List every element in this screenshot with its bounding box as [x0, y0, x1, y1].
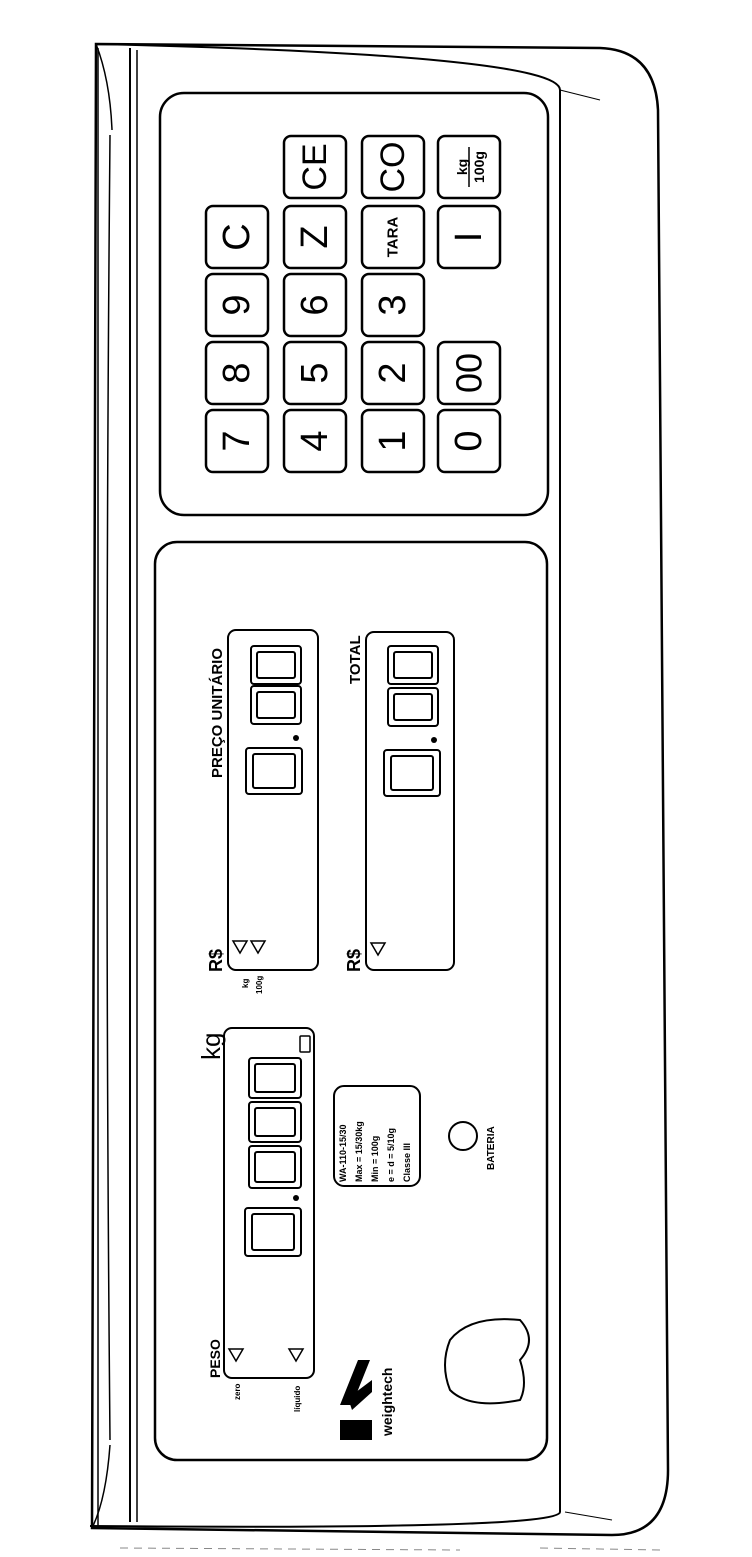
- weight-digit-3: [248, 1145, 302, 1189]
- spec-line: WA-110-15/30: [338, 1124, 348, 1182]
- spec-line: Min = 100g: [370, 1136, 380, 1182]
- key-0[interactable]: 0: [436, 408, 502, 474]
- total-digit-3: [383, 749, 441, 797]
- battery-label: BATERIA: [486, 1126, 497, 1170]
- key-label: TARA: [385, 217, 402, 258]
- key-4[interactable]: 4: [282, 408, 348, 474]
- key-label: 2: [372, 362, 414, 383]
- key-z[interactable]: Z: [282, 204, 348, 270]
- brand-name: weightech: [379, 1368, 395, 1437]
- weight-digit-2: [248, 1101, 302, 1143]
- weight-unit-label: kg: [196, 1033, 226, 1060]
- key-8[interactable]: 8: [204, 340, 270, 406]
- key-2[interactable]: 2: [360, 340, 426, 406]
- weightech-logo-mark: [340, 1360, 372, 1440]
- spec-line: Classe III: [402, 1143, 412, 1182]
- total-currency-label: R$: [344, 949, 364, 972]
- weight-label: PESO: [207, 1339, 223, 1378]
- price-kg-indicator-label: kg: [241, 979, 250, 988]
- battery-low-icon: [299, 1035, 311, 1053]
- key-tara[interactable]: TARA: [360, 204, 426, 270]
- battery-led: [448, 1121, 478, 1151]
- weight-digit-4: [244, 1207, 302, 1257]
- key-label: 0: [448, 430, 490, 451]
- price-100g-indicator: [249, 940, 267, 955]
- price-digit-3: [245, 747, 303, 795]
- baseline-marks: [119, 1547, 661, 1551]
- price-digit-1: [250, 645, 302, 685]
- display-panel: [153, 540, 549, 1462]
- housing: [89, 42, 670, 1537]
- key-kg-100g[interactable]: kg100g: [436, 134, 502, 200]
- key-label: 9: [216, 294, 258, 315]
- weight-net-label: líquido: [293, 1386, 302, 1412]
- weight-digit-1: [248, 1057, 302, 1099]
- total-decimal-point: [431, 737, 437, 743]
- key-7[interactable]: 7: [204, 408, 270, 474]
- key-00[interactable]: 00: [436, 340, 502, 406]
- key-label: 7: [216, 430, 258, 451]
- price-decimal-point: [293, 735, 299, 741]
- key-label: CE: [296, 143, 334, 190]
- weight-decimal-point: [293, 1195, 299, 1201]
- price-display: [227, 629, 319, 971]
- key-label: 3: [372, 294, 414, 315]
- weight-zero-indicator: [227, 1348, 245, 1363]
- weight-display: [223, 1027, 315, 1379]
- price-label: PREÇO UNITÁRIO: [209, 648, 226, 778]
- spec-plate: WA-110-15/30 Max = 15/30kg Min = 100g e = d…: [333, 1085, 421, 1187]
- key-label: 6: [294, 294, 336, 315]
- key-co[interactable]: CO: [360, 134, 426, 200]
- hand-grip: [444, 1318, 530, 1405]
- total-digit-2: [387, 687, 439, 727]
- spec-line: e = d = 5/10g: [386, 1128, 396, 1182]
- weight-zero-label: zero: [233, 1383, 242, 1400]
- key-ce[interactable]: CE: [282, 134, 348, 200]
- key-label: CO: [374, 142, 412, 193]
- total-label: TOTAL: [347, 635, 364, 684]
- key-label: C: [216, 223, 258, 250]
- battery-indicator: [448, 1121, 478, 1151]
- key-label: 8: [216, 362, 258, 383]
- price-currency-label: R$: [206, 949, 226, 972]
- key-label: kg100g: [454, 151, 487, 183]
- key-label: 00: [449, 353, 490, 393]
- key-label: 5: [294, 362, 336, 383]
- price-kg-indicator: [231, 940, 249, 955]
- key-c[interactable]: C: [204, 204, 270, 270]
- price-digit-2: [250, 685, 302, 725]
- key-6[interactable]: 6: [282, 272, 348, 338]
- key-9[interactable]: 9: [204, 272, 270, 338]
- price-100g-indicator-label: 100g: [255, 976, 264, 994]
- key-5[interactable]: 5: [282, 340, 348, 406]
- key-label: Z: [294, 225, 336, 248]
- keypad-panel: [158, 91, 550, 517]
- key-i[interactable]: I: [436, 204, 502, 270]
- key-label: 1: [372, 430, 414, 451]
- total-digit-1: [387, 645, 439, 685]
- total-display: [365, 631, 455, 971]
- total-indicator: [369, 942, 387, 957]
- key-label: I: [448, 232, 490, 243]
- key-3[interactable]: 3: [360, 272, 426, 338]
- key-1[interactable]: 1: [360, 408, 426, 474]
- weight-net-indicator: [287, 1348, 305, 1363]
- key-label: 4: [294, 430, 336, 451]
- spec-line: Max = 15/30kg: [354, 1121, 364, 1182]
